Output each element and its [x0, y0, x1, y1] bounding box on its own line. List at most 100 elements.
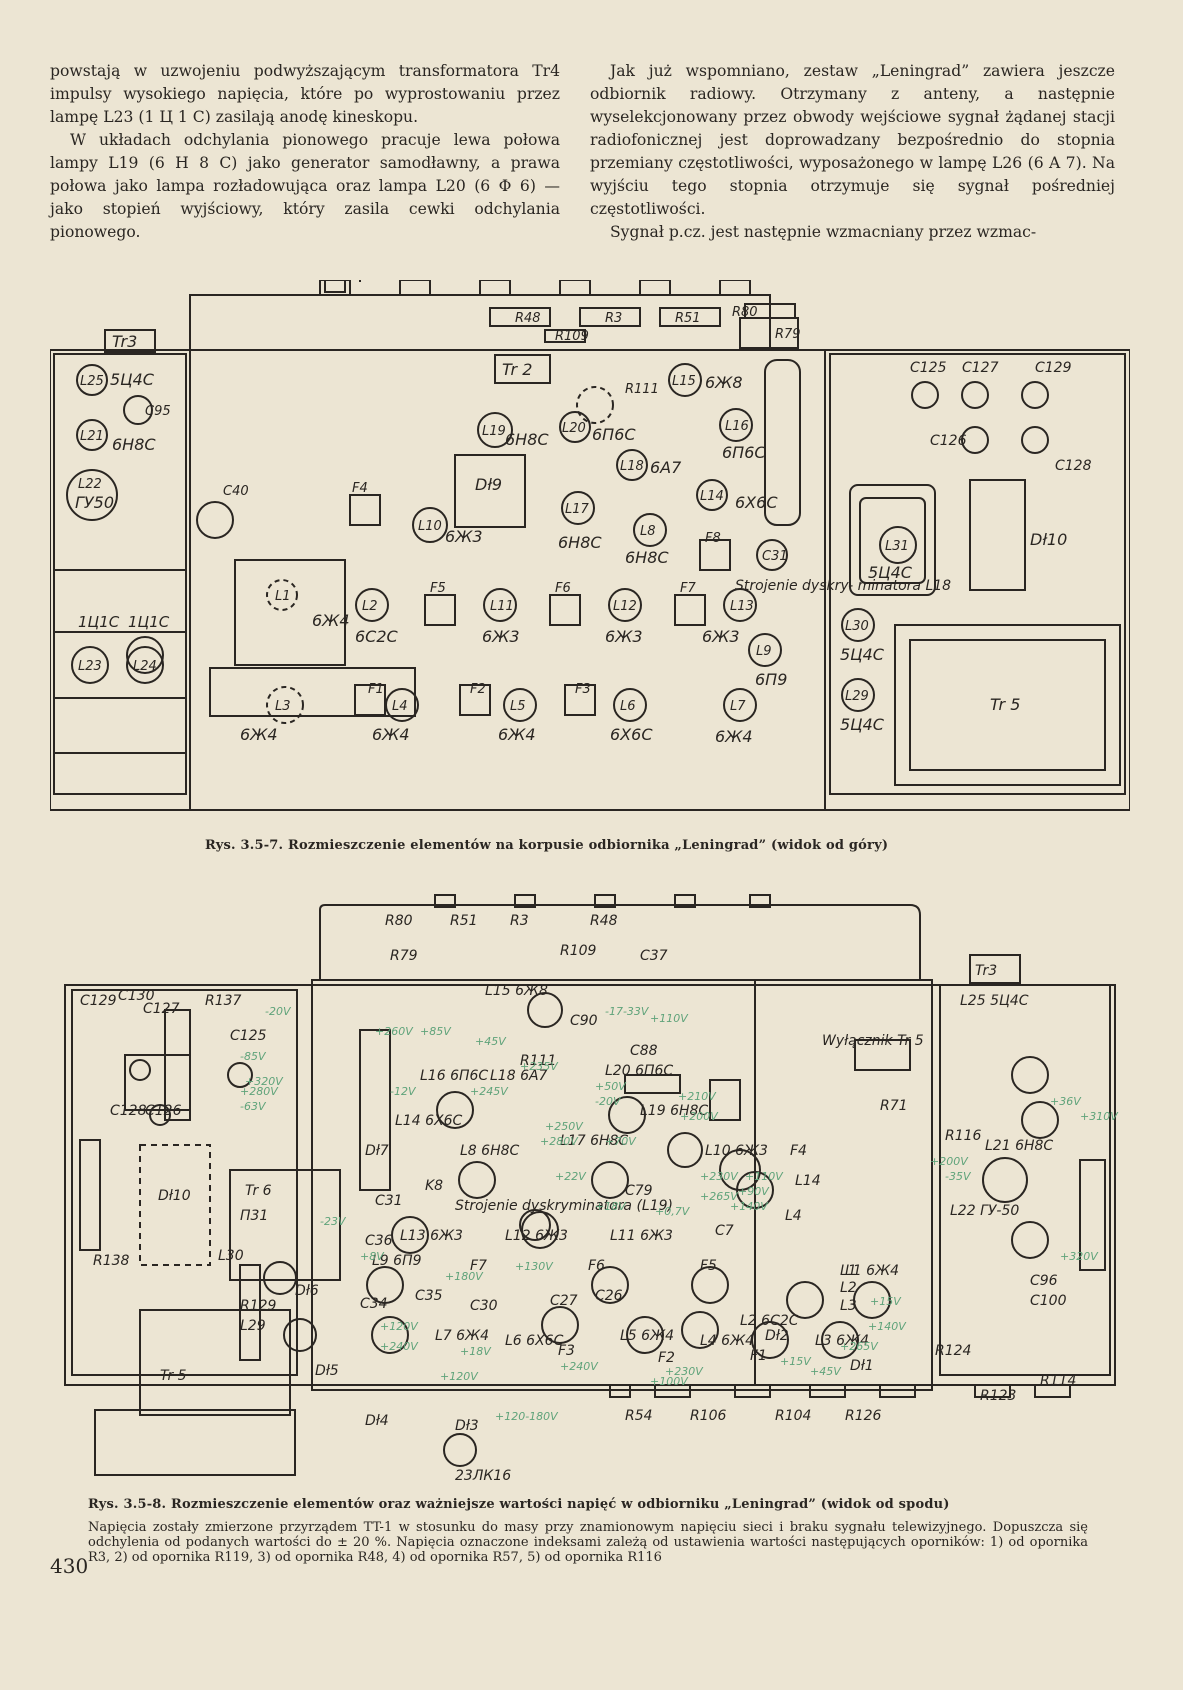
voltage-label: +240V [560, 1360, 599, 1373]
dl6-label: Dł6 [295, 1283, 319, 1299]
voltage-label: +200V [930, 1155, 969, 1168]
l25-label: L25 5Ц4С [960, 993, 1029, 1009]
c129-label: C129 [80, 993, 117, 1009]
voltage-label: +280V [540, 1135, 579, 1148]
voltage-label: +120V [440, 1370, 479, 1383]
c127-label: C127 [143, 1001, 180, 1017]
l18-type: 6A7 [650, 458, 682, 477]
c36-label: C36 [365, 1233, 393, 1249]
l14-type: 6X6C [735, 493, 778, 512]
c126-label: C126 [145, 1103, 182, 1119]
voltage-label: +265V [840, 1340, 879, 1353]
r71-label: R71 [880, 1098, 908, 1114]
l16-label: L16 [725, 419, 749, 434]
l29-type: 5Ц4С [840, 715, 885, 734]
voltage-label: -63V [240, 1100, 267, 1113]
dl10-label: Dł10 [1030, 530, 1067, 549]
l18-label: L18 6A7 [490, 1068, 548, 1084]
voltage-label: -35V [945, 1170, 972, 1183]
l24-label: L24 [133, 659, 157, 674]
voltage-label: +36V [1050, 1095, 1082, 1108]
voltage-label: +245V [470, 1085, 509, 1098]
l8-label: L8 6H8C [460, 1143, 519, 1159]
c96-label: C96 [1030, 1273, 1058, 1289]
tr5-label: Tr 5 [160, 1368, 187, 1384]
dl5-label: Dł5 [315, 1363, 339, 1379]
f7-label: F7 [680, 581, 696, 596]
r116-label: R116 [945, 1128, 982, 1144]
l31-label: L31 [885, 539, 909, 554]
l30-label: L30 [845, 619, 869, 634]
l29-label: L29 [845, 689, 869, 704]
c27-label: C27 [550, 1293, 578, 1309]
dl10-label: Dł10 [158, 1188, 191, 1204]
l9-label: L9 6П9 [372, 1253, 422, 1269]
r126-label: R126 [845, 1408, 882, 1424]
l10-label: L10 [418, 519, 442, 534]
chassis-bottom-view-figure: C129 C130 C127 R137 C125 C128 C126 Dł10 … [64, 894, 1119, 1484]
voltage-label: +140V [868, 1320, 907, 1333]
c79-label: C79 [625, 1183, 653, 1199]
paragraph: Sygnał p.cz. jest następnie wzmacniany p… [610, 223, 1037, 241]
voltage-label: -23V [320, 1215, 347, 1228]
l22-type: ГУ50 [75, 493, 114, 512]
voltage-label: +45V [475, 1035, 507, 1048]
l13-label: L13 [730, 599, 754, 614]
l22-label: L22 [78, 477, 102, 492]
l13-label: L13 6Ж3 [400, 1228, 463, 1244]
l8-label: L8 [640, 524, 656, 539]
l2-label: L2 [840, 1280, 857, 1296]
f1-label: F1 [368, 682, 384, 697]
tr3-label: Tr3 [975, 963, 997, 979]
r54-label: R54 [625, 1408, 653, 1424]
l17-type: 6H8C [558, 533, 602, 552]
voltage-label: +140V [730, 1200, 769, 1213]
l1-label: L1 [275, 589, 291, 604]
voltage-label: +18V [460, 1345, 492, 1358]
l11-label: L11 [490, 599, 514, 614]
c126-label: C126 [930, 433, 967, 449]
voltage-label: -20V [595, 1095, 622, 1108]
r51-label: R51 [450, 913, 478, 929]
l6-type: 6X6C [610, 725, 653, 744]
f7-label: F7 [470, 1258, 487, 1274]
voltage-label: -12V [390, 1085, 417, 1098]
l4-label: L4 [785, 1208, 802, 1224]
l21-label: L21 [80, 429, 104, 444]
tr2-label: Tr 2 [502, 360, 532, 379]
paragraph: W układach odchylania pionowego pracuje … [50, 131, 560, 241]
voltage-label: +280V [240, 1085, 279, 1098]
r111-label: R111 [625, 382, 659, 397]
r80-label: R80 [732, 305, 758, 320]
voltage-label: +18V [595, 1200, 627, 1213]
voltage-label: +320V [245, 1075, 284, 1088]
l9-label: L9 [756, 644, 772, 659]
l2-label: L2 [362, 599, 378, 614]
c37-label: C37 [640, 948, 668, 964]
l15-type: 6Ж8 [705, 373, 743, 392]
voltage-label: +0,7V [655, 1205, 691, 1218]
voltage-label: +200V [680, 1110, 719, 1123]
l12-label: L12 6Ж3 [505, 1228, 568, 1244]
l7-type: 6Ж4 [715, 727, 753, 746]
f3-label: F3 [575, 682, 591, 697]
r137-label: R137 [205, 993, 242, 1009]
voltage-label: +90V [738, 1185, 770, 1198]
dl7-label: Dł7 [365, 1143, 389, 1159]
r51-label: R51 [675, 311, 701, 326]
l14-label: L14 [700, 489, 724, 504]
l15-label: L15 [672, 374, 696, 389]
f6-label: F6 [555, 581, 571, 596]
c7-label: C7 [715, 1223, 734, 1239]
l3b-label: L3 6Ж4 [815, 1333, 869, 1349]
chassis-top-view-figure: Tr3 Tr 2 Dł9 L25 5Ц4С C95 L21 6H8C L22 Г… [50, 280, 1130, 811]
voltage-label: +45V [810, 1365, 842, 1378]
voltage-label: +120V [380, 1320, 419, 1333]
f1-label: F1 [750, 1348, 767, 1364]
l24-type: 1Ц1C [128, 613, 170, 631]
l2b-label: L2 6C2C [740, 1313, 799, 1329]
tr6-label: Tr 6 [245, 1183, 272, 1199]
voltage-label: +110V [650, 1012, 689, 1025]
r109-label: R109 [555, 329, 589, 344]
voltage-label: +250V [545, 1120, 584, 1133]
